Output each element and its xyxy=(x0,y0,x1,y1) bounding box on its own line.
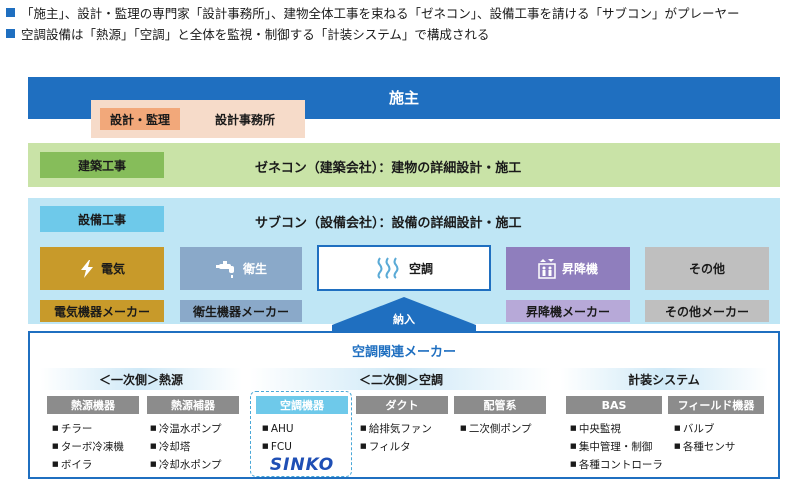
sub-field-devices: フィールド機器 xyxy=(668,396,764,414)
bullet-2: 空調設備は「熱源」「空調」と全体を監視・制御する「計装システム」で構成される xyxy=(6,24,489,43)
construction-tag: 建築工事 xyxy=(40,152,164,178)
group-heat-source-title: ＜一次側＞熱源 xyxy=(40,368,242,390)
list-item: 集中管理・制御 xyxy=(570,438,663,456)
list-item: 各種コントローラ xyxy=(570,456,663,474)
category-elevator-label: 昇降機 xyxy=(561,262,598,276)
delivery-arrow-icon xyxy=(332,297,476,331)
list-item: 冷温水ポンプ xyxy=(150,420,222,438)
group-instrumentation-title: 計装システム xyxy=(560,368,768,390)
heat-waves-icon xyxy=(377,257,399,279)
category-other-label: その他 xyxy=(688,262,725,276)
delivery-label: 納入 xyxy=(393,313,415,326)
list-bas: 中央監視 集中管理・制御 各種コントローラ xyxy=(570,420,663,474)
hvac-makers-title: 空調関連メーカー xyxy=(351,344,456,360)
sub-piping: 配管系 xyxy=(454,396,546,414)
category-other: その他 xyxy=(645,247,769,290)
lightning-icon xyxy=(80,259,93,278)
maker-sanitary: 衛生機器メーカー xyxy=(180,300,302,322)
design-tag: 設計・監理 xyxy=(100,108,180,130)
owner-title: 施主 xyxy=(388,88,419,107)
construction-label: ゼネコン（建築会社）：建物の詳細設計・施工 xyxy=(255,161,522,176)
list-item: 各種センサ xyxy=(674,438,736,456)
sub-heat-source-equipment: 熱源機器 xyxy=(47,396,139,414)
maker-elevator: 昇降機メーカー xyxy=(506,300,630,322)
category-electric-label: 電気 xyxy=(100,262,125,276)
list-item: ターボ冷凍機 xyxy=(52,438,124,456)
list-item: 二次側ポンプ xyxy=(460,420,532,438)
list-item: FCU xyxy=(262,438,294,456)
sub-duct: ダクト xyxy=(356,396,448,414)
elevator-icon xyxy=(538,258,556,279)
category-hvac: 空調 xyxy=(317,245,491,291)
maker-electric: 電気機器メーカー xyxy=(40,300,164,322)
sub-heat-source-aux: 熱源補器 xyxy=(147,396,239,414)
highlight-ac-equipment xyxy=(250,391,352,477)
category-sanitary-label: 衛生 xyxy=(242,262,267,276)
list-heat-source-aux: 冷温水ポンプ 冷却塔 冷却水ポンプ xyxy=(150,420,222,474)
list-item: ボイラ xyxy=(52,456,124,474)
list-item: バルブ xyxy=(674,420,735,438)
equipment-tag: 設備工事 xyxy=(40,206,164,232)
list-piping: 二次側ポンプ xyxy=(460,420,532,438)
bullet-1: 「施主」、設計・監理の専門家「設計事務所」、建物全体工事を束ねる「ゼネコン」、設… xyxy=(6,3,740,22)
bullet-1-text: 「施主」、設計・監理の専門家「設計事務所」、建物全体工事を束ねる「ゼネコン」、設… xyxy=(21,6,740,21)
category-electric: 電気 xyxy=(40,247,164,290)
bullet-square-icon xyxy=(6,8,15,17)
design-office-label: 設計事務所 xyxy=(214,112,275,127)
category-elevator: 昇降機 xyxy=(506,247,630,290)
sinko-logo: SINKO xyxy=(269,455,335,475)
bullet-square-icon xyxy=(6,29,15,38)
sub-bas: BAS xyxy=(566,396,662,414)
category-sanitary: 衛生 xyxy=(180,247,302,290)
list-item: 冷却水ポンプ xyxy=(150,456,222,474)
list-item: 中央監視 xyxy=(570,420,663,438)
list-item: 冷却塔 xyxy=(150,438,222,456)
list-item: 給排気ファン xyxy=(360,420,432,438)
sub-ac-equipment: 空調機器 xyxy=(256,396,348,414)
list-field-devices: バルブ 各種センサ xyxy=(674,420,736,456)
equipment-label: サブコン（設備会社）：設備の詳細設計・施工 xyxy=(255,216,522,231)
category-hvac-label: 空調 xyxy=(408,261,433,276)
list-duct: 給排気ファン フィルタ xyxy=(360,420,432,456)
group-air-conditioning-title: ＜二次側＞空調 xyxy=(250,368,552,390)
faucet-icon xyxy=(215,260,234,278)
bullet-2-text: 空調設備は「熱源」「空調」と全体を監視・制御する「計装システム」で構成される xyxy=(21,27,490,42)
list-item: フィルタ xyxy=(360,438,432,456)
list-item: AHU xyxy=(262,420,294,438)
maker-other: その他メーカー xyxy=(645,300,769,322)
list-item: チラー xyxy=(52,420,124,438)
list-ac-equipment: AHU FCU xyxy=(262,420,294,456)
list-heat-source-equipment: チラー ターボ冷凍機 ボイラ xyxy=(52,420,124,474)
